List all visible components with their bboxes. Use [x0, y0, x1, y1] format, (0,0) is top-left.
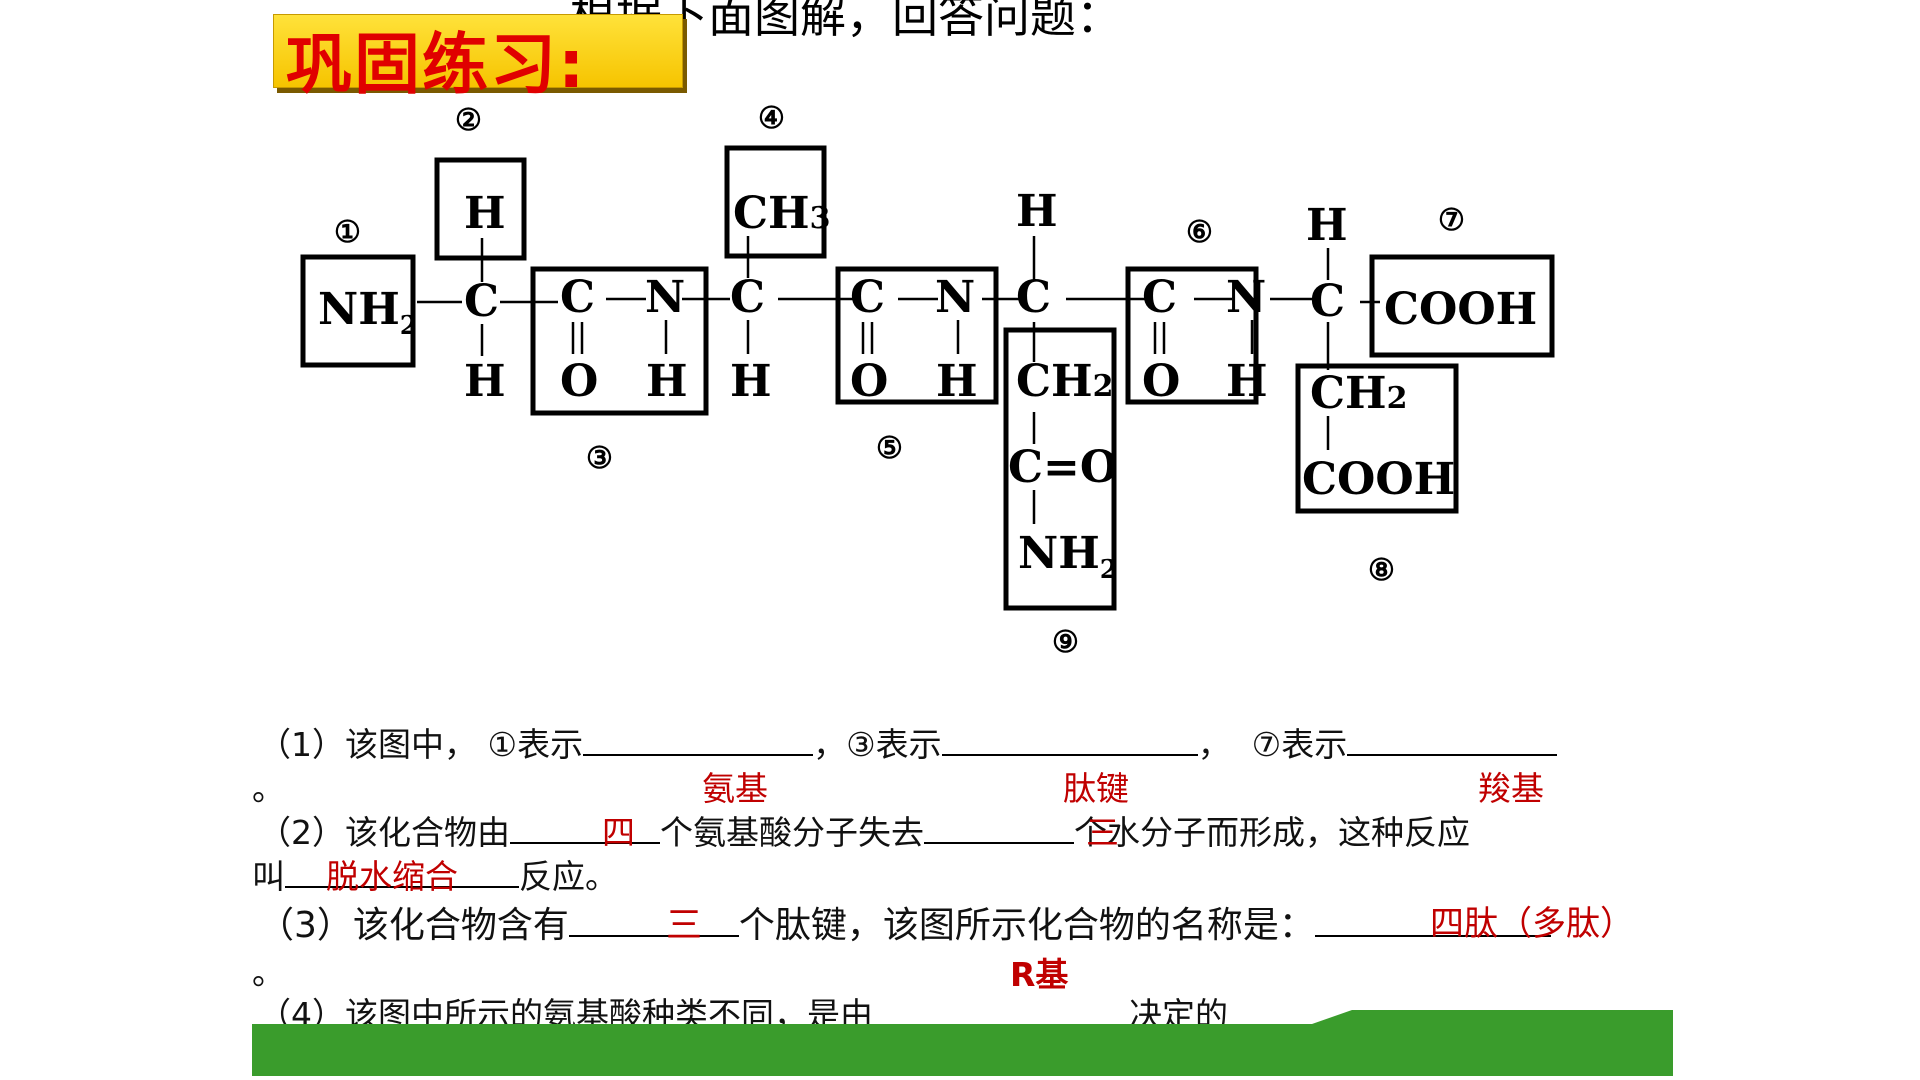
label-8: ⑧	[1368, 553, 1395, 588]
green-ground-decoration	[252, 1010, 1673, 1076]
label-6: ⑥	[1186, 215, 1213, 250]
practice-badge: 巩固练习:	[273, 14, 683, 103]
atom-c-1: C	[464, 276, 499, 327]
label-5: ⑤	[876, 431, 903, 466]
practice-badge-label: 巩固练习:	[286, 26, 587, 103]
box-2-h	[434, 157, 527, 261]
atom-h-n-2: H	[936, 356, 978, 407]
atom-h-top-1: H	[464, 188, 506, 239]
atom-o-1: O	[560, 356, 598, 407]
answer-9: R基	[1010, 955, 1069, 994]
peptide-structure-diagram: ① ② ③ ④ ⑤ ⑥ ⑦ ⑧ ⑨ NH2 H C H C N O H CH3 …	[300, 101, 1555, 660]
atom-h-bottom-1: H	[464, 356, 506, 407]
answer-6: 脱水缩合	[326, 857, 458, 896]
atom-n-3: N	[1226, 272, 1266, 323]
box-5-peptide-bond	[835, 266, 999, 405]
question-3: （3）该化合物含有个肽键，该图所示化合物的名称是：	[258, 896, 1551, 948]
question-2: （2）该化合物由个氨基酸分子失去个水分子而形成，这种反应	[258, 813, 1470, 852]
question-2-line2: 叫反应。	[252, 857, 618, 896]
label-4: ④	[758, 101, 785, 136]
label-3: ③	[586, 441, 613, 476]
atom-ch2-1: CH2	[1016, 356, 1113, 407]
box-6-peptide-bond	[1125, 266, 1259, 405]
box-7-carboxyl	[1369, 254, 1555, 358]
question-3-tail: 。	[252, 953, 285, 992]
atom-n-1: N	[645, 272, 685, 323]
atom-c-2: C	[560, 272, 595, 323]
atom-c-6: C	[1142, 272, 1177, 323]
box-1-amino	[300, 254, 416, 368]
atom-nh2: NH2	[318, 284, 418, 341]
box-9-r-group	[1003, 327, 1117, 611]
label-1: ①	[334, 215, 361, 250]
label-2: ②	[455, 103, 482, 138]
answer-4: 四	[602, 813, 635, 852]
question-1-tail: 。	[252, 769, 285, 808]
atom-c-3: C	[730, 272, 765, 323]
atom-n-2: N	[935, 272, 975, 323]
atom-h-top-7: H	[1306, 200, 1348, 251]
atom-c-4: C	[850, 272, 885, 323]
atom-o-2: O	[850, 356, 888, 407]
answer-2: 肽键	[1063, 769, 1129, 808]
label-9: ⑨	[1052, 625, 1079, 660]
box-8-r-group	[1295, 363, 1459, 514]
label-7: ⑦	[1438, 203, 1465, 238]
answer-5: 三	[1086, 813, 1119, 852]
answer-7: 三	[666, 905, 703, 946]
atom-h-top-5: H	[1016, 186, 1058, 237]
box-3-peptide-bond	[530, 266, 709, 416]
answer-8: 四肽（多肽）	[1430, 904, 1634, 944]
atom-h-bottom-3: H	[730, 356, 772, 407]
answer-1: 氨基	[702, 769, 768, 808]
atom-ch3: CH3	[733, 188, 830, 239]
question-1: （1）该图中， ①表示，③表示， ⑦表示	[258, 718, 1558, 766]
atom-co: C=O	[1008, 442, 1118, 493]
atom-nh2-2: NH2	[1018, 528, 1118, 585]
atom-ch2-2: CH2	[1310, 368, 1407, 419]
atom-c-7: C	[1310, 276, 1345, 327]
box-4-ch3	[724, 145, 827, 259]
atom-o-3: O	[1142, 356, 1180, 407]
atom-c-5: C	[1016, 272, 1051, 323]
atom-h-n-3: H	[1226, 356, 1268, 407]
atom-cooh-2: COOH	[1302, 454, 1455, 505]
atom-h-n-1: H	[646, 356, 688, 407]
answer-3: 羧基	[1478, 769, 1544, 808]
atom-cooh-1: COOH	[1384, 284, 1537, 335]
